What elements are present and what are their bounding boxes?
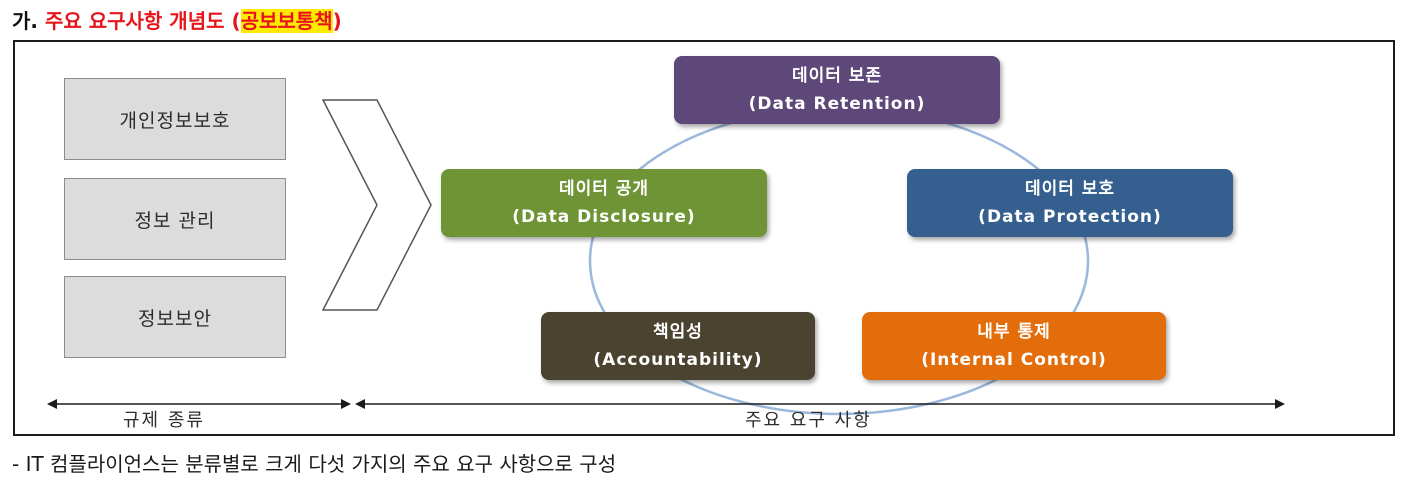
heading-prefix: 가. xyxy=(12,9,38,33)
requirement-subtitle: (Data Protection) xyxy=(978,207,1162,227)
axis-label-key-requirements: 주요 요구 사항 xyxy=(745,410,872,431)
requirement-data-protection: 데이터 보호 (Data Protection) xyxy=(907,169,1233,237)
requirement-subtitle: (Internal Control) xyxy=(921,350,1107,370)
requirement-title: 책임성 xyxy=(653,322,703,342)
requirement-subtitle: (Data Disclosure) xyxy=(512,207,696,227)
heading-highlight: 공보보통책 xyxy=(240,9,333,33)
requirement-subtitle: (Data Retention) xyxy=(748,94,926,114)
requirement-title: 내부 통제 xyxy=(977,322,1051,342)
regulation-box-security: 정보보안 xyxy=(64,276,286,358)
requirement-internal-control: 내부 통제 (Internal Control) xyxy=(862,312,1166,380)
heading-title: 주요 요구사항 개념도 ( xyxy=(44,9,241,33)
requirement-subtitle: (Accountability) xyxy=(593,350,763,370)
heading-suffix: ) xyxy=(332,9,342,33)
axis-label-regulation-types: 규제 종류 xyxy=(123,410,205,431)
regulation-box-info-management: 정보 관리 xyxy=(64,178,286,260)
requirement-data-retention: 데이터 보존 (Data Retention) xyxy=(674,56,1000,124)
arrow-left-icon xyxy=(355,399,365,409)
section-heading: 가. 주요 요구사항 개념도 (공보보통책) xyxy=(12,6,342,36)
caption-text: - IT 컴플라이언스는 분류별로 크게 다섯 가지의 주요 요구 사항으로 구… xyxy=(12,452,617,476)
chevron-arrow-icon xyxy=(321,99,432,311)
arrow-right-icon xyxy=(341,399,351,409)
requirement-title: 데이터 보존 xyxy=(791,66,883,86)
requirement-accountability: 책임성 (Accountability) xyxy=(541,312,815,380)
requirement-title: 데이터 공개 xyxy=(558,179,650,199)
requirement-data-disclosure: 데이터 공개 (Data Disclosure) xyxy=(441,169,767,237)
arrow-right-icon xyxy=(1275,399,1285,409)
concept-diagram: 개인정보보호 정보 관리 정보보안 데이터 보존 (Data Retention… xyxy=(13,40,1395,436)
arrow-left-icon xyxy=(47,399,57,409)
regulation-box-privacy: 개인정보보호 xyxy=(64,78,286,160)
requirement-title: 데이터 보호 xyxy=(1024,179,1116,199)
